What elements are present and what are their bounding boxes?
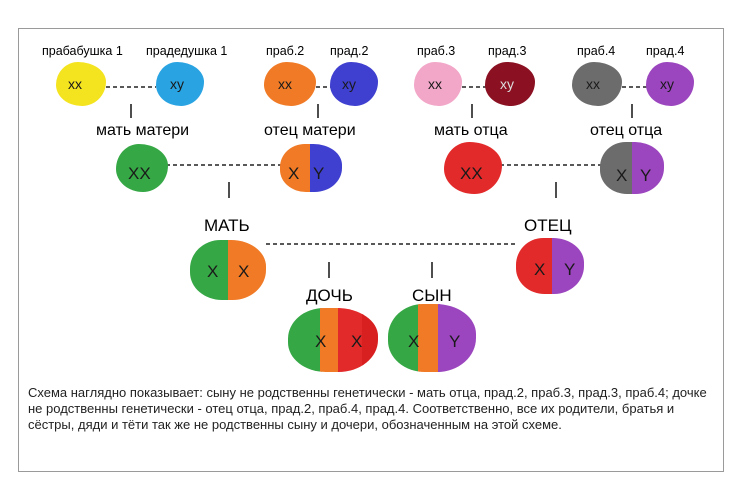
maternal-grandmother-genotype: ХХ <box>128 164 151 183</box>
paternal-grandfather-allele-2: Y <box>640 166 652 185</box>
mother-allele-1: Х <box>207 262 219 281</box>
mother-allele-2: Х <box>238 262 250 281</box>
son-allele-2: Y <box>449 332 461 351</box>
mother-label: МАТЬ <box>204 216 250 235</box>
great-grandmother-3-genotype: хх <box>428 76 442 92</box>
daughter-allele-1: Х <box>315 332 327 351</box>
great-grandfather-1-genotype: ху <box>170 76 184 92</box>
gen1-label-2: прадедушка 1 <box>146 44 228 58</box>
great-grandmother-2-blob <box>264 62 316 106</box>
paternal-grandfather-allele-1: Х <box>616 166 628 185</box>
maternal-grandfather-allele-1: Х <box>288 164 300 183</box>
gen2-label-3: мать отца <box>434 122 508 139</box>
great-grandmother-2-genotype: хх <box>278 76 292 92</box>
great-grandfather-2-genotype: ху <box>342 76 356 92</box>
father-blob <box>516 238 584 294</box>
maternal-grandfather-allele-2: Y <box>313 164 325 183</box>
son-label: СЫН <box>412 286 452 305</box>
great-grandfather-3-genotype: ху <box>500 76 514 92</box>
father-allele-1: Х <box>534 260 546 279</box>
great-grandmother-1-blob <box>56 62 106 106</box>
great-grandmother-4-blob <box>572 62 622 106</box>
paternal-grandfather-blob <box>600 142 664 194</box>
great-grandfather-4-blob <box>646 62 694 106</box>
gen2-label-2: отец матери <box>264 122 356 139</box>
gen2-label-4: отец отца <box>590 122 663 139</box>
gen1-label-7: праб.4 <box>577 44 616 58</box>
son-allele-1: Х <box>408 332 420 351</box>
maternal-grandfather-blob <box>280 144 342 192</box>
great-grandmother-4-genotype: хх <box>586 76 600 92</box>
gen1-label-3: праб.2 <box>266 44 305 58</box>
maternal-grandmother-blob <box>116 144 168 192</box>
daughter-allele-2: Х <box>351 332 363 351</box>
daughter-label: ДОЧЬ <box>306 286 353 305</box>
gen1-label-8: прад.4 <box>646 44 685 58</box>
great-grandfather-1-blob <box>156 62 204 106</box>
diagram-caption: Схема наглядно показывает: сыну не родст… <box>28 385 707 432</box>
great-grandmother-1-genotype: хх <box>68 76 82 92</box>
father-label: ОТЕЦ <box>524 216 572 235</box>
great-grandfather-3-blob <box>485 62 535 106</box>
gen2-label-1: мать матери <box>96 122 190 139</box>
great-grandfather-4-genotype: ху <box>660 76 674 92</box>
gen1-label-4: прад.2 <box>330 44 369 58</box>
gen1-label-5: праб.3 <box>417 44 456 58</box>
great-grandmother-3-blob <box>414 62 462 106</box>
daughter-blob <box>288 308 378 372</box>
son-blob <box>388 304 476 372</box>
great-grandfather-2-blob <box>330 62 378 106</box>
paternal-grandmother-genotype: ХХ <box>460 164 483 183</box>
gen1-label-1: прабабушка 1 <box>42 44 123 58</box>
gen1-label-6: прад.3 <box>488 44 527 58</box>
father-allele-2: Y <box>564 260 576 279</box>
paternal-grandmother-blob <box>444 142 502 194</box>
mother-blob <box>190 240 266 300</box>
